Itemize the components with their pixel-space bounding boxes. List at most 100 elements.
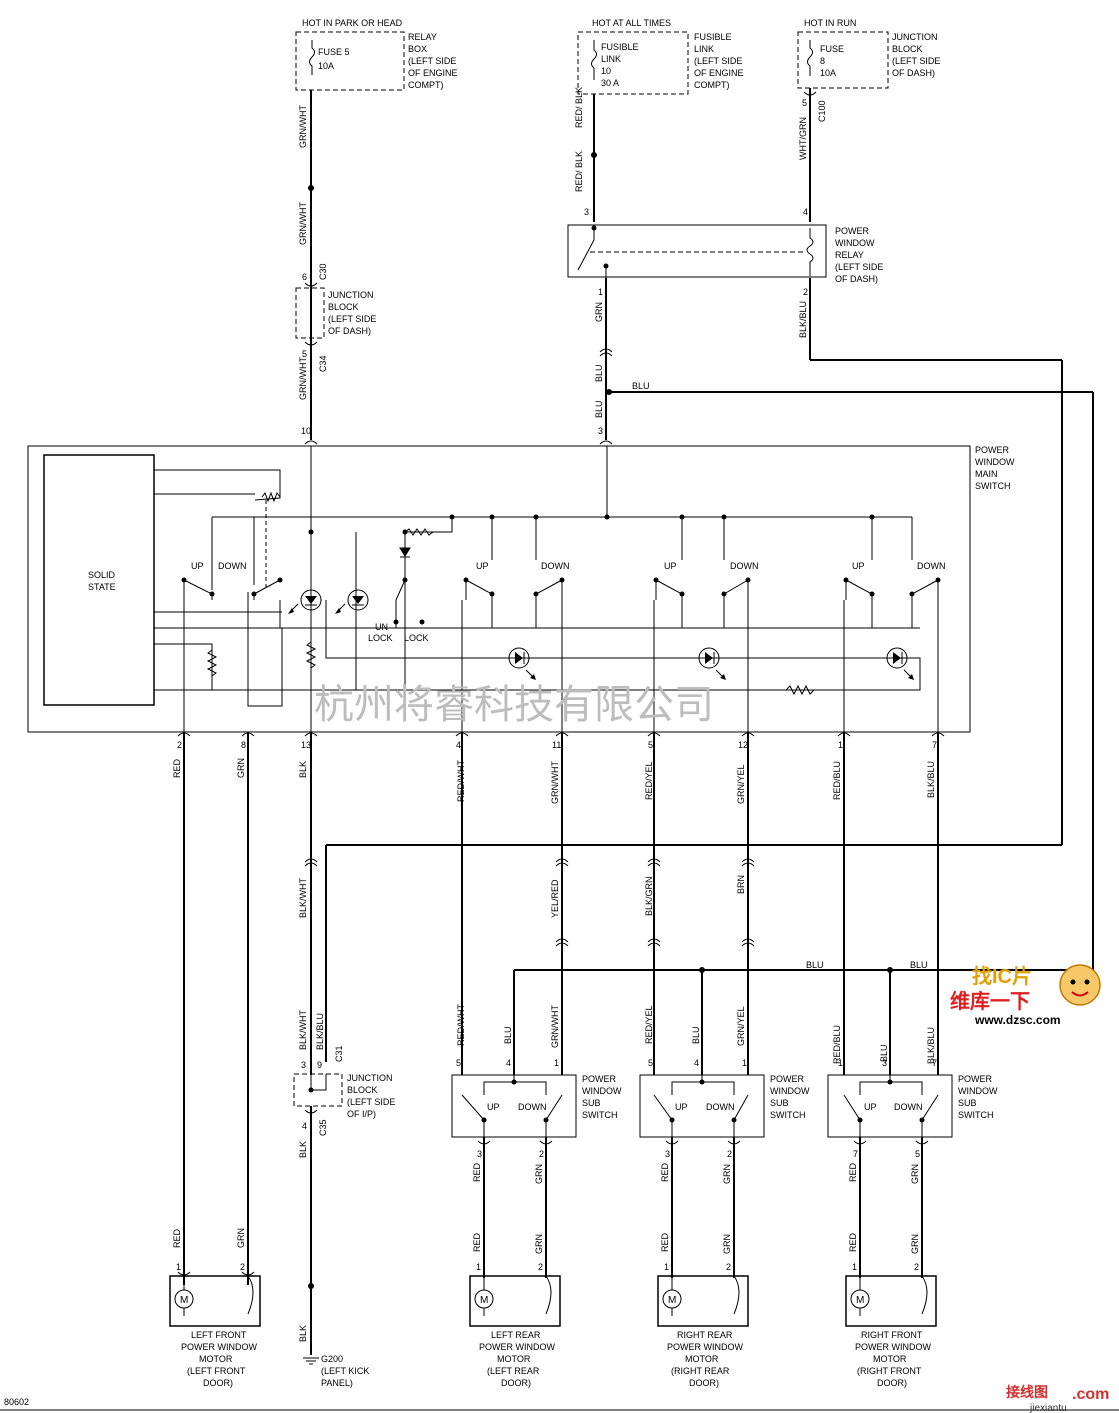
svg-text:4: 4: [302, 1121, 307, 1131]
svg-text:DOWN: DOWN: [518, 1102, 547, 1112]
relay-contact: [577, 228, 595, 271]
wire-label-red-wht: RED/WHT: [456, 760, 466, 802]
svg-text:3: 3: [584, 207, 589, 217]
fuse8-symbol: [807, 40, 813, 76]
svg-text:10A: 10A: [820, 68, 836, 78]
svg-text:RED: RED: [848, 1162, 858, 1182]
svg-text:.com: .com: [1072, 1386, 1109, 1403]
svg-text:RIGHT FRONT: RIGHT FRONT: [861, 1330, 923, 1340]
resistor-4: [785, 684, 815, 696]
junction-block-ip-outline: [293, 1073, 343, 1107]
svg-text:WINDOW: WINDOW: [582, 1086, 622, 1096]
svg-text:1: 1: [554, 1058, 559, 1068]
wire-label-blu-bus-1: BLU: [806, 960, 824, 970]
svg-text:POWER WINDOW: POWER WINDOW: [855, 1342, 931, 1352]
svg-text:1: 1: [852, 1262, 857, 1272]
source-park-head: HOT IN PARK OR HEAD FUSE 5 10A RELAY BOX…: [295, 18, 458, 91]
svg-text:MOTOR: MOTOR: [497, 1354, 531, 1364]
svg-text:LINK: LINK: [601, 54, 621, 64]
svg-text:5: 5: [915, 1149, 920, 1159]
svg-text:OF ENGINE: OF ENGINE: [408, 68, 458, 78]
up-label-lr: UP: [476, 561, 489, 571]
connector-c30: C30: [318, 263, 328, 280]
svg-text:10: 10: [301, 426, 311, 436]
led-3: [508, 647, 536, 680]
feed-grn-wht: GRN/WHT GRN/WHT 6 C30 5 C34 JUNCTION BLO…: [295, 90, 376, 445]
svg-text:(LEFT SIDE: (LEFT SIDE: [892, 56, 940, 66]
solid-state-label-1: SOLID: [88, 570, 116, 580]
svg-text:www.dzsc.com: www.dzsc.com: [974, 1013, 1061, 1027]
svg-text:GRN: GRN: [534, 1164, 544, 1184]
svg-text:DOOR): DOOR): [501, 1378, 531, 1388]
svg-text:LEFT REAR: LEFT REAR: [491, 1330, 541, 1340]
down-label-rf: DOWN: [917, 561, 946, 571]
wire-label-blu-lr: BLU: [503, 1026, 513, 1044]
wire-label-blu-rf: BLU: [879, 1044, 889, 1062]
connector-c35: C35: [318, 1119, 328, 1136]
wire-label-grn-wht-2: GRN/WHT: [550, 1005, 560, 1048]
svg-text:12: 12: [738, 740, 748, 750]
wire-label-grn-yel: GRN/YEL: [736, 764, 746, 804]
svg-text:JUNCTION: JUNCTION: [892, 32, 938, 42]
svg-text:RELAY: RELAY: [835, 250, 864, 260]
watermark-bottom: 接线图 .com jiexiantu: [1006, 1384, 1109, 1413]
svg-text:RED: RED: [660, 1232, 670, 1252]
solid-state-label-2: STATE: [88, 582, 116, 592]
svg-text:GRN: GRN: [534, 1234, 544, 1254]
wire-label-grn-lf: GRN: [236, 758, 246, 778]
svg-text:POWER: POWER: [770, 1074, 805, 1084]
svg-text:POWER WINDOW: POWER WINDOW: [479, 1342, 555, 1352]
svg-text:(RIGHT REAR: (RIGHT REAR: [671, 1366, 730, 1376]
svg-text:RED: RED: [472, 1162, 482, 1182]
jb-dash-top-location: JUNCTION BLOCK (LEFT SIDE OF DASH): [892, 32, 940, 78]
connector-c100: C100: [817, 100, 827, 122]
svg-text:1: 1: [838, 1058, 843, 1068]
svg-text:SUB: SUB: [770, 1098, 789, 1108]
wire-label-red-blu-2: RED/BLU: [832, 1025, 842, 1064]
down-label-lr: DOWN: [541, 561, 570, 571]
source-at-all-times: HOT AT ALL TIMES FUSIBLE LINK 10 30 A FU…: [577, 18, 744, 95]
svg-text:MAIN: MAIN: [975, 469, 998, 479]
svg-text:2: 2: [727, 1149, 732, 1159]
wire-label-blk-main: BLK: [298, 761, 308, 778]
svg-text:9: 9: [317, 1060, 322, 1070]
svg-text:WINDOW: WINDOW: [835, 238, 875, 248]
relay-location: POWER WINDOW RELAY (LEFT SIDE OF DASH): [835, 226, 883, 284]
svg-text:3: 3: [477, 1149, 482, 1159]
svg-text:2: 2: [240, 1262, 245, 1272]
wire-label-grn-wht-main: GRN/WHT: [550, 761, 560, 804]
svg-text:GRN: GRN: [722, 1164, 732, 1184]
svg-text:5: 5: [802, 98, 807, 108]
svg-text:4: 4: [456, 740, 461, 750]
wire-label-blk-wht-2: BLK/WHT: [298, 1009, 308, 1050]
svg-text:WINDOW: WINDOW: [975, 457, 1015, 467]
svg-text:8: 8: [820, 56, 825, 66]
svg-text:SWITCH: SWITCH: [958, 1110, 994, 1120]
power-window-relay: POWER WINDOW RELAY (LEFT SIDE OF DASH): [567, 224, 883, 284]
relay-box-outline: [295, 31, 405, 91]
wire-label-red-yel-2: RED/YEL: [644, 1005, 654, 1044]
svg-text:GRN: GRN: [910, 1234, 920, 1254]
wire-label-blu-bus-2: BLU: [910, 960, 928, 970]
svg-text:POWER WINDOW: POWER WINDOW: [667, 1342, 743, 1352]
solid-state-module: [43, 454, 155, 706]
svg-text:jiexiantu: jiexiantu: [1029, 1403, 1067, 1413]
lock-label: LOCK: [404, 633, 429, 643]
feed-red-blk: RED/ BLK RED/ BLK 3: [574, 87, 597, 222]
svg-text:SUB: SUB: [582, 1098, 601, 1108]
wire-label-brn: BRN: [736, 875, 746, 894]
resistor-3: [261, 491, 281, 503]
feed-grn-blu: 1 GRN BLU BLU 3 BLU: [594, 278, 1094, 970]
svg-text:POWER: POWER: [958, 1074, 993, 1084]
wire-label-blk-blu-rf-2: BLK/BLU: [926, 1027, 936, 1064]
svg-text:GRN: GRN: [722, 1234, 732, 1254]
up-label-rr: UP: [664, 561, 677, 571]
svg-text:OF DASH): OF DASH): [835, 274, 878, 284]
svg-text:MOTOR: MOTOR: [199, 1354, 233, 1364]
svg-text:SWITCH: SWITCH: [770, 1110, 806, 1120]
source-label-in-run: HOT IN RUN: [804, 18, 856, 28]
